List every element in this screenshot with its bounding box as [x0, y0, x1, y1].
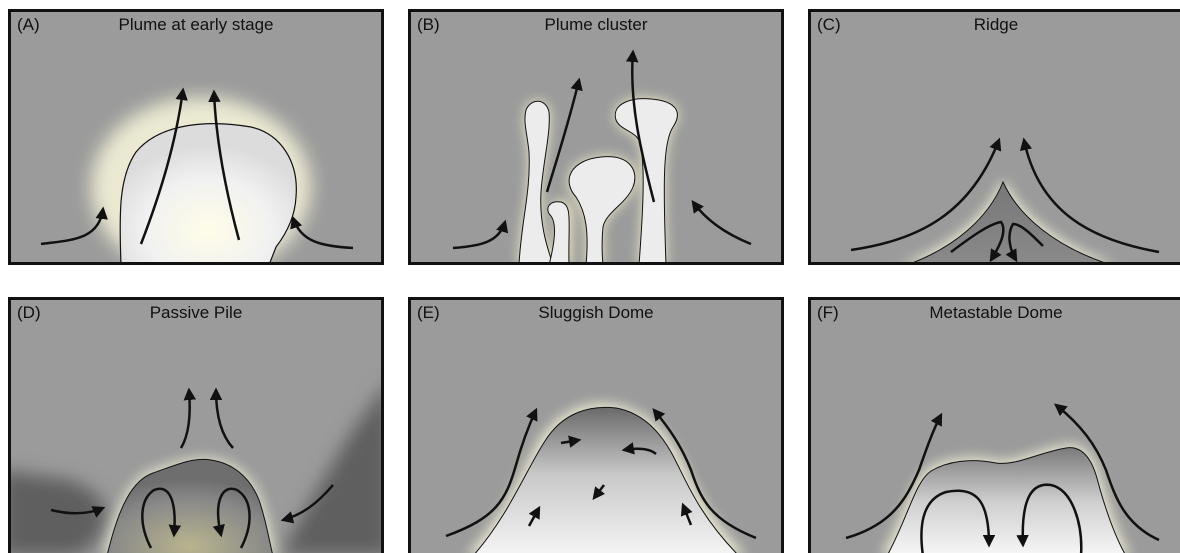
panel-title: Plume cluster — [411, 15, 781, 35]
dome-body — [887, 448, 1126, 553]
plume-conduit — [569, 157, 635, 265]
panel-d-passive-pile: (D) Passive Pile — [8, 297, 384, 553]
flow-arrow — [693, 202, 751, 244]
dome-body — [473, 407, 739, 553]
dense-material-right — [281, 380, 381, 553]
panel-a-plume-early-stage: (A) Plume at early stage — [8, 9, 384, 265]
panel-title: Plume at early stage — [11, 15, 381, 35]
panel-b-drawing — [411, 12, 781, 265]
flow-arrow — [181, 390, 190, 448]
panel-title: Passive Pile — [11, 303, 381, 323]
panel-b-plume-cluster: (B) Plume cluster — [408, 9, 784, 265]
panel-title: Sluggish Dome — [411, 303, 781, 323]
panel-f-metastable-dome: (F) Metastable Dome — [808, 297, 1180, 553]
flow-arrow — [453, 222, 505, 248]
panel-d-drawing — [11, 300, 381, 553]
flow-arrow — [216, 390, 233, 448]
panel-c-drawing — [811, 12, 1180, 265]
panel-e-sluggish-dome: (E) Sluggish Dome — [408, 297, 784, 553]
panel-f-drawing — [811, 300, 1180, 553]
plume-head — [120, 124, 296, 265]
panel-title: Ridge — [811, 15, 1180, 35]
panel-a-drawing — [11, 12, 381, 265]
panel-title: Metastable Dome — [811, 303, 1180, 323]
plume-conduit — [548, 202, 569, 265]
panel-e-drawing — [411, 300, 781, 553]
flow-arrow — [41, 209, 103, 244]
plume-conduit — [519, 101, 553, 265]
panel-c-ridge: (C) Ridge — [808, 9, 1180, 265]
